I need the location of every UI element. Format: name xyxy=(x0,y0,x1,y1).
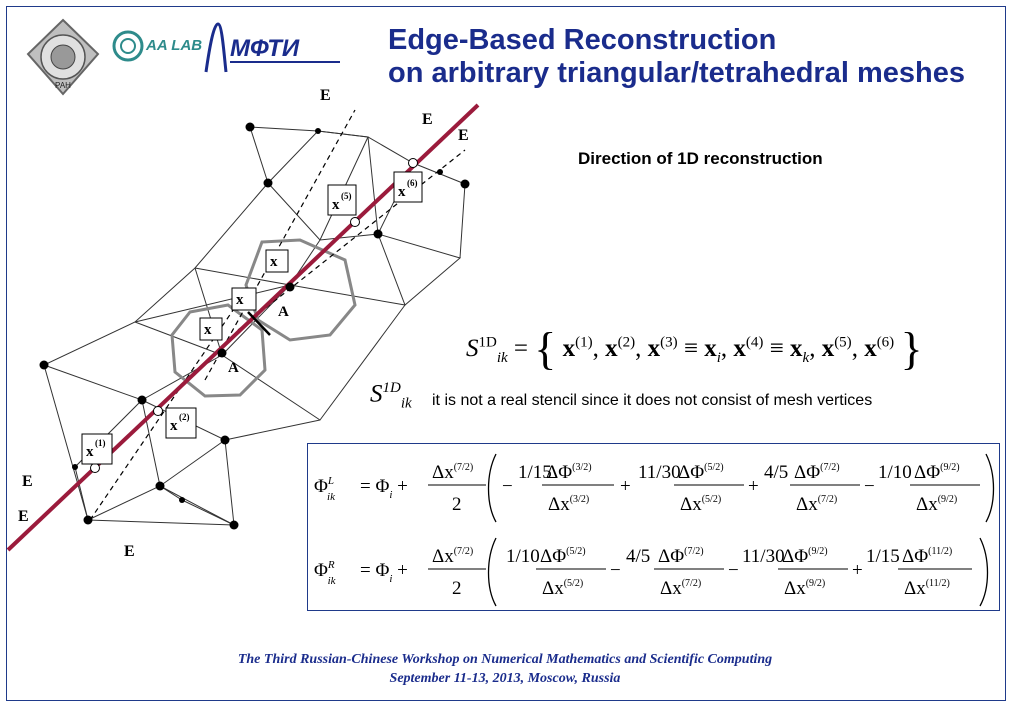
svg-text:−: − xyxy=(610,560,621,581)
svg-text:E: E xyxy=(18,508,29,525)
svg-text:ΔΦ(5/2): ΔΦ(5/2) xyxy=(678,462,724,483)
stencil-symbol: S1Dik xyxy=(370,380,412,412)
svg-text:E: E xyxy=(320,87,331,104)
svg-text:E: E xyxy=(458,127,469,144)
svg-text:−: − xyxy=(728,560,739,581)
stencil-note: it is not a real stencil since it does n… xyxy=(432,392,873,409)
svg-text:Δx(11/2): Δx(11/2) xyxy=(904,578,950,599)
svg-text:МФТИ: МФТИ xyxy=(230,35,300,62)
svg-text:x: x xyxy=(270,254,278,270)
boxed-x2: x(2) xyxy=(165,407,197,439)
slide-frame xyxy=(6,6,1006,701)
svg-text:ΔΦ(9/2): ΔΦ(9/2) xyxy=(914,462,960,483)
svg-text:ΔΦ(3/2): ΔΦ(3/2) xyxy=(546,462,592,483)
svg-text:1/15: 1/15 xyxy=(866,546,900,567)
footer-line-2: September 11-13, 2013, Moscow, Russia xyxy=(389,671,621,686)
dashed-guides xyxy=(89,109,466,521)
svg-text:ΔΦ(9/2): ΔΦ(9/2) xyxy=(782,546,828,567)
logos: РАН AA LAB МФТИ xyxy=(26,18,340,96)
slide-title: Edge-Based Reconstruction on arbitrary t… xyxy=(388,24,1018,90)
svg-text:+: + xyxy=(852,560,863,581)
svg-text:E: E xyxy=(422,111,433,128)
svg-text:AA LAB: AA LAB xyxy=(145,37,202,54)
svg-text:Δx(5/2): Δx(5/2) xyxy=(542,578,583,599)
aa-lab-logo: AA LAB xyxy=(112,30,202,62)
keldysh-logo: РАН xyxy=(26,18,100,96)
title-line-1: Edge-Based Reconstruction xyxy=(388,24,777,56)
svg-text:x: x xyxy=(170,418,178,434)
svg-text:Δx(7/2): Δx(7/2) xyxy=(660,578,701,599)
edge-segment xyxy=(247,311,271,336)
boxed-x6: x(6) xyxy=(393,171,423,203)
svg-text:2: 2 xyxy=(452,578,462,599)
mipt-logo: МФТИ xyxy=(204,22,340,73)
label-ai: A xyxy=(228,360,239,376)
svg-text:Δx(7/2): Δx(7/2) xyxy=(796,494,837,515)
boxed-xk: x xyxy=(265,249,289,273)
svg-text:Δx(9/2): Δx(9/2) xyxy=(916,494,957,515)
svg-text:(1): (1) xyxy=(95,438,106,448)
boxed-x5: x(5) xyxy=(327,184,357,216)
svg-text:= Φi +: = Φi + xyxy=(360,476,408,501)
svg-text:Δx(5/2): Δx(5/2) xyxy=(680,494,721,515)
stencil-points xyxy=(90,158,418,473)
svg-text:ΔΦ(11/2): ΔΦ(11/2) xyxy=(902,546,952,567)
boxed-x1: x(1) xyxy=(81,433,113,465)
svg-text:x: x xyxy=(398,184,406,200)
svg-text:ΔΦ(5/2): ΔΦ(5/2) xyxy=(540,546,586,567)
svg-text:+: + xyxy=(620,476,631,497)
edge-labels: E E E E E E xyxy=(18,87,469,560)
svg-text:ΔΦ(7/2): ΔΦ(7/2) xyxy=(658,546,704,567)
svg-text:−: − xyxy=(502,476,513,497)
boxed-xik: x xyxy=(231,287,257,311)
stencil-equation: S1Dik = { x(1), x(2), x(3) ≡ xi, x(4) ≡ … xyxy=(466,323,923,374)
svg-text:E: E xyxy=(124,543,135,560)
svg-text:1/10: 1/10 xyxy=(506,546,540,567)
svg-text:Δx(3/2): Δx(3/2) xyxy=(548,494,589,515)
svg-text:ΔΦ(7/2): ΔΦ(7/2) xyxy=(794,462,840,483)
title-line-2: on arbitrary triangular/tetrahedral mesh… xyxy=(388,57,965,89)
boxed-xi: x xyxy=(199,317,223,341)
svg-text:1/15: 1/15 xyxy=(518,462,552,483)
svg-text:(5): (5) xyxy=(341,191,352,201)
svg-text:(2): (2) xyxy=(179,412,190,422)
vertex-labels: A A x x x x(5) x(6) x(2) x(1) xyxy=(81,171,423,465)
direction-label: Direction of 1D reconstruction xyxy=(578,149,823,168)
svg-text:1/10: 1/10 xyxy=(878,462,912,483)
svg-text:4/5: 4/5 xyxy=(626,546,650,567)
svg-text:11/30: 11/30 xyxy=(742,546,785,567)
footer-line-1: The Third Russian-Chinese Workshop on Nu… xyxy=(237,652,773,667)
svg-text:Δx(9/2): Δx(9/2) xyxy=(784,578,825,599)
svg-text:2: 2 xyxy=(452,494,462,515)
mesh-vertices xyxy=(39,122,470,530)
svg-text:+: + xyxy=(748,476,759,497)
svg-text:x: x xyxy=(332,197,340,213)
svg-text:x: x xyxy=(86,444,94,460)
label-ak: A xyxy=(278,304,289,320)
svg-text:= Φi +: = Φi + xyxy=(360,560,408,585)
svg-text:Δx(7/2): Δx(7/2) xyxy=(432,462,473,483)
svg-text:x: x xyxy=(236,292,244,308)
svg-text:−: − xyxy=(864,476,875,497)
svg-text:РАН: РАН xyxy=(55,81,71,90)
svg-text:4/5: 4/5 xyxy=(764,462,788,483)
svg-text:x: x xyxy=(204,322,212,338)
svg-text:E: E xyxy=(22,473,33,490)
svg-text:(6): (6) xyxy=(407,178,418,188)
svg-text:Δx(7/2): Δx(7/2) xyxy=(432,546,473,567)
svg-text:11/30: 11/30 xyxy=(638,462,681,483)
